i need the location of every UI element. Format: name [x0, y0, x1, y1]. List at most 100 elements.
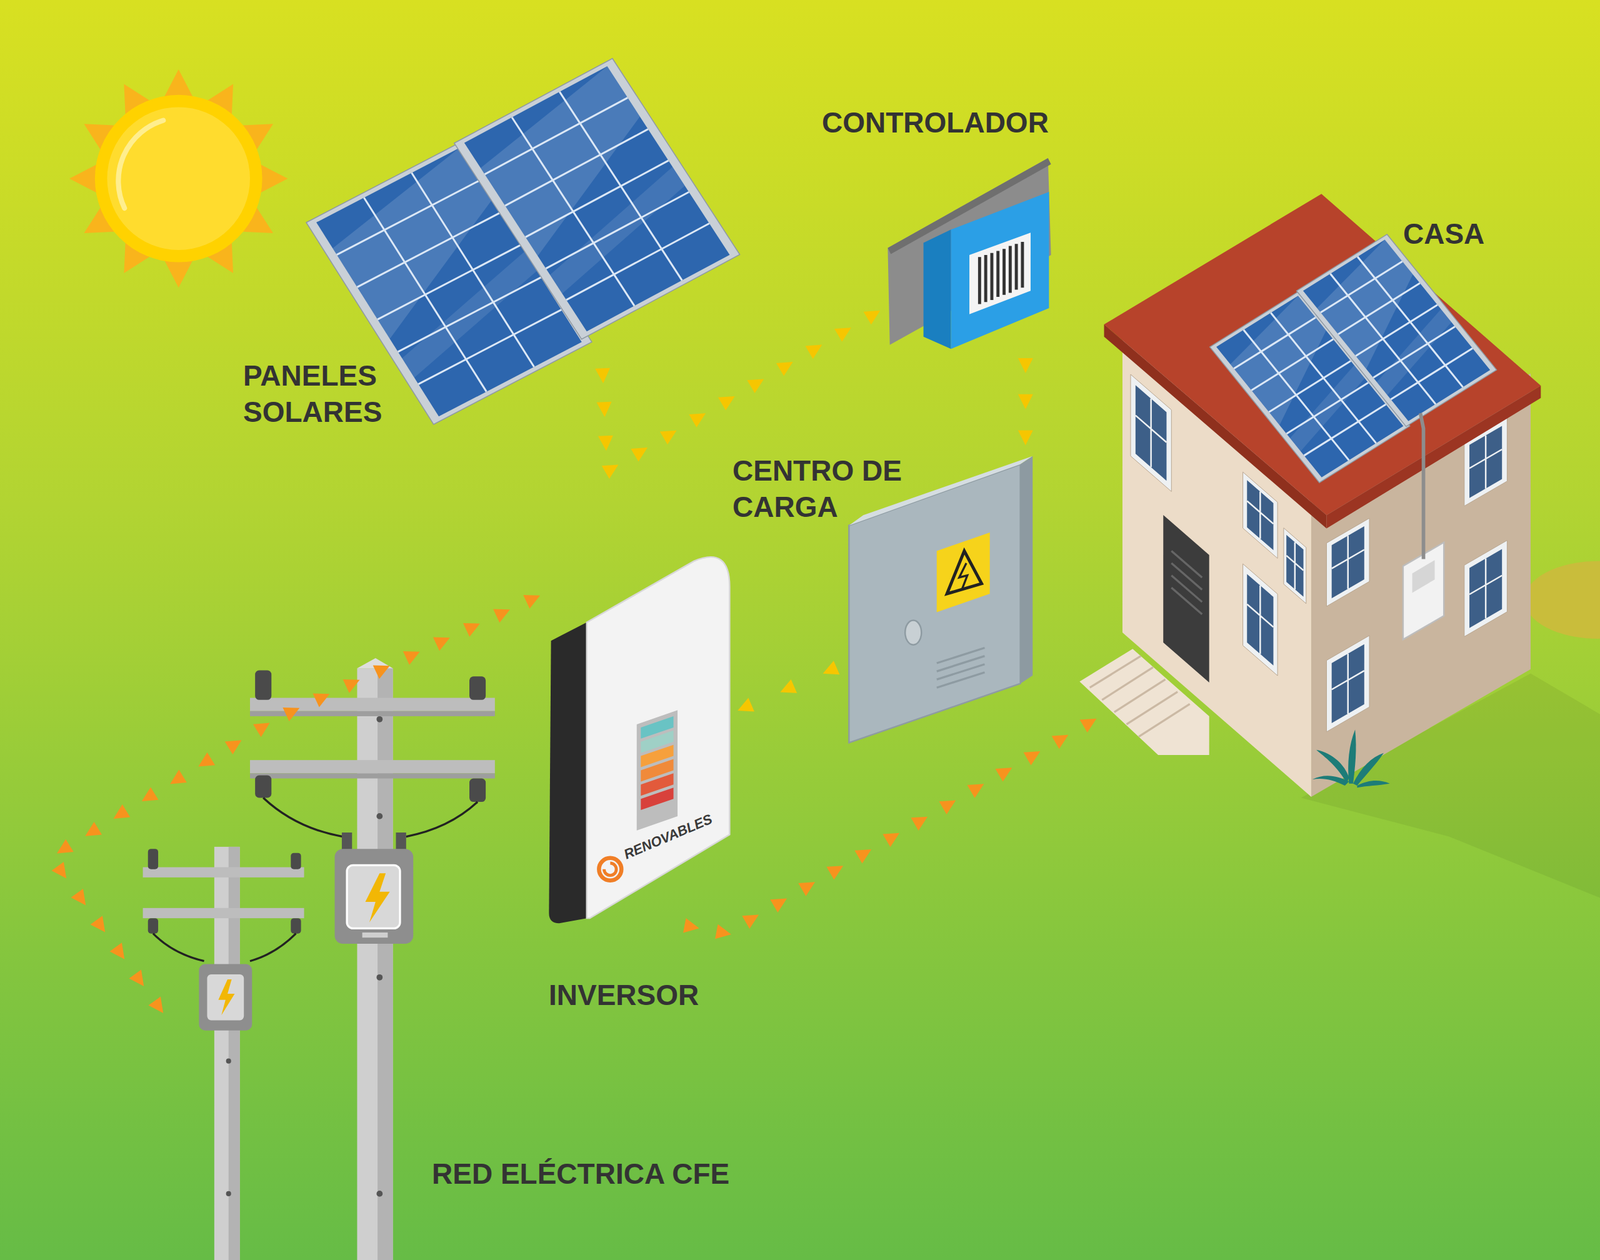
component-node: CASA [1104, 193, 1542, 796]
arrow-head [688, 413, 706, 428]
house [1283, 528, 1307, 604]
plant [1312, 729, 1390, 788]
arrow-head [1080, 718, 1097, 733]
utility-poles [226, 1058, 232, 1064]
arrow-head [770, 898, 787, 913]
utility-poles [376, 716, 383, 723]
component-node: INVERSOR [548, 556, 730, 924]
plant [1353, 753, 1384, 786]
arrow-head [1018, 358, 1034, 374]
arrow-head [741, 915, 759, 930]
component-label: PANELES SOLARES [243, 357, 412, 430]
inverter [598, 858, 622, 881]
arrow-head [683, 918, 700, 934]
charge-controller [969, 232, 1031, 315]
arrow-head [911, 816, 929, 831]
utility-poles [376, 974, 383, 981]
utility-poles [362, 932, 389, 938]
arrow-head [51, 861, 67, 879]
sun [69, 163, 99, 194]
component-label: INVERSOR [548, 976, 699, 1014]
load-center [1020, 456, 1034, 684]
inverter [604, 863, 617, 876]
utility-poles [255, 670, 272, 700]
plant [1356, 780, 1390, 788]
utility-poles [290, 918, 301, 934]
utility-poles [148, 918, 159, 934]
arrow-head [598, 435, 614, 452]
utility-poles [226, 1191, 232, 1197]
utility-poles [143, 867, 305, 878]
component-node: RED ELÉCTRICA CFE [168, 846, 495, 1260]
component-label: CENTRO DE CARGA [732, 452, 927, 525]
arrow-head [630, 447, 648, 462]
arrow-head [148, 996, 164, 1014]
utility-poles [365, 873, 390, 922]
house [1171, 550, 1202, 614]
charge-controller [979, 241, 1023, 305]
utility-poles [395, 832, 406, 851]
load-center [936, 648, 985, 689]
component-label: CONTROLADOR [821, 104, 1049, 141]
load-center [905, 620, 922, 645]
arrow-head [85, 821, 102, 837]
utility-poles [290, 853, 301, 870]
arrow-head [776, 361, 794, 377]
arrow-head [403, 651, 420, 665]
energy-flow-arrow [51, 595, 541, 1014]
arrow-head [253, 722, 270, 737]
arrow-head [718, 396, 735, 411]
utility-poles [356, 668, 393, 1260]
arrow-head [282, 707, 300, 722]
arrow-head [1018, 394, 1034, 410]
arrow-head [995, 767, 1013, 782]
sun [118, 120, 164, 209]
arrow-head [110, 942, 125, 960]
arrow-head [967, 783, 985, 799]
utility-poles [250, 773, 495, 779]
utility-poles [148, 848, 159, 870]
arrow-head [863, 310, 881, 325]
house [1326, 518, 1370, 607]
arrow-head [1051, 735, 1069, 750]
arrow-head [225, 740, 242, 755]
arrow-head [854, 849, 872, 864]
utility-poles [469, 778, 486, 803]
house [1243, 471, 1279, 559]
house [1104, 193, 1542, 515]
sun [258, 163, 288, 194]
arrow-head [113, 804, 131, 819]
arrow-head [595, 368, 610, 384]
utility-poles [376, 813, 383, 820]
sun [69, 69, 288, 288]
arrow-head [805, 345, 823, 360]
house [1090, 656, 1190, 737]
energy-flow-arrow [737, 660, 840, 712]
utility-poles [377, 668, 393, 1260]
arrow-head [493, 609, 510, 624]
utility-poles [250, 760, 495, 774]
hill [1524, 561, 1600, 639]
utility-poles [376, 1190, 383, 1197]
inverter [586, 556, 730, 919]
arrow-head [433, 637, 450, 652]
arrow-head [1018, 430, 1034, 445]
house [1326, 635, 1370, 732]
inverter [636, 710, 678, 831]
arrow-head [90, 915, 106, 932]
plant [1348, 729, 1356, 784]
component-node: PANELES SOLARES [316, 66, 730, 357]
arrow-head [463, 623, 480, 637]
load-center [959, 563, 968, 589]
arrow-head [660, 430, 677, 445]
energy-flow-arrow [595, 310, 880, 479]
utility-poles [469, 676, 486, 700]
arrow-head [343, 679, 360, 694]
house [1079, 193, 1541, 797]
house [1412, 560, 1435, 593]
utility-poles [263, 798, 478, 837]
arrow-head [198, 752, 215, 767]
arrow-head [373, 665, 390, 680]
